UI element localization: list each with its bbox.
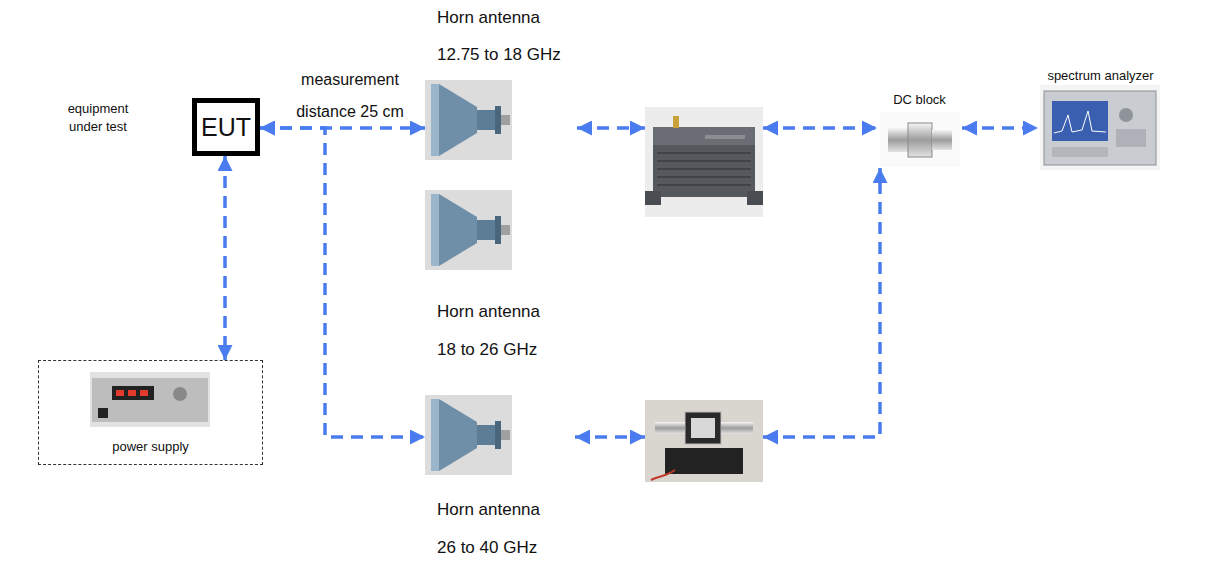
horn-antenna-photo (425, 80, 512, 160)
power-supply-photo (90, 372, 210, 427)
signal-arrow (962, 126, 1038, 130)
dc-block: DC block (877, 90, 962, 168)
horn-antenna: Horn antenna 12.75 to 18 GHz (425, 5, 577, 160)
node-label: DC block (893, 91, 946, 109)
device-caption: equipment under test (58, 100, 138, 136)
signal-arrow (763, 168, 880, 437)
amplifier (645, 400, 763, 482)
signal-arrow (577, 126, 645, 130)
power-supply-box: power supply (38, 360, 263, 465)
signal-arrow (223, 156, 227, 360)
horn-antenna: Horn antenna 26 to 40 GHz (425, 395, 575, 565)
signal-arrow (260, 128, 425, 437)
spectrum-analyzer-photo (1040, 85, 1160, 170)
amplifier (645, 107, 763, 217)
node-label: spectrum analyzer (1047, 67, 1153, 85)
node-label: Horn antenna (437, 7, 540, 29)
node-label: power supply (112, 438, 189, 456)
signal-arrow (763, 126, 877, 130)
node-label: 26 to 40 GHz (437, 537, 537, 559)
node-label: Horn antenna (437, 301, 540, 323)
amplifier-photo (645, 107, 763, 217)
distance-note: measurement distance 25 cm (285, 64, 415, 128)
node-label: 12.75 to 18 GHz (437, 44, 561, 66)
eut-box: EUT (192, 98, 260, 156)
horn-antenna-photo (425, 190, 512, 270)
horn-antenna-photo (425, 395, 512, 475)
dc-block-photo (880, 112, 960, 167)
signal-arrow (575, 435, 645, 439)
node-label: Horn antenna (437, 499, 540, 521)
spectrum-analyzer: spectrum analyzer (1038, 66, 1163, 173)
node-label: EUT (201, 103, 251, 151)
amplifier-photo (645, 400, 763, 482)
horn-antenna: Horn antenna 18 to 26 GHz (425, 190, 575, 365)
node-label: 18 to 26 GHz (437, 339, 537, 361)
